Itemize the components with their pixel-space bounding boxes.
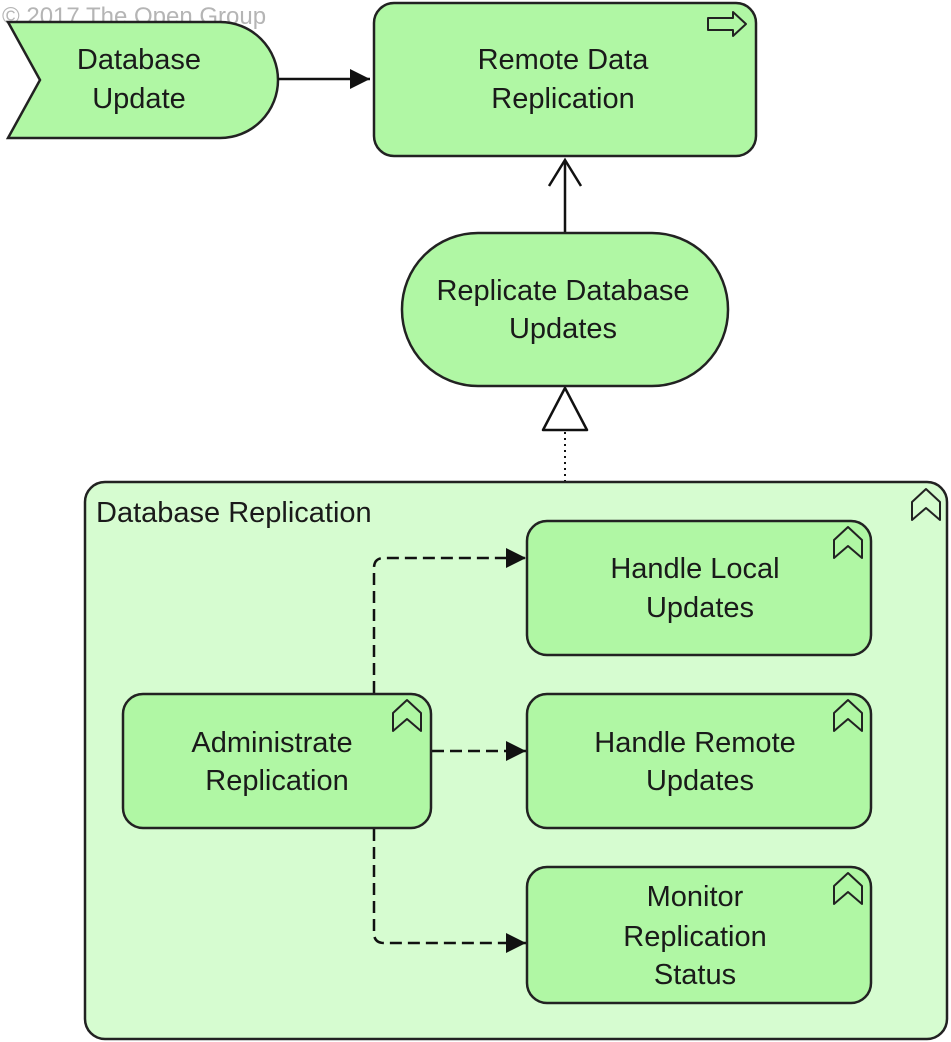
local-label-line2: Updates: [646, 592, 754, 624]
chevron-up-icon: [833, 699, 863, 732]
administrate-label-line1: Administrate: [191, 727, 352, 759]
function-handle-local-updates[interactable]: Handle Local Updates: [525, 519, 873, 657]
monitor-label-line3: Status: [654, 959, 736, 991]
local-label-line1: Handle Local: [610, 553, 779, 585]
flow-relationship-monitor[interactable]: [372, 829, 526, 953]
monitor-label-line1: Monitor: [647, 881, 744, 913]
service-remote-data-replication[interactable]: Remote Data Replication: [372, 1, 758, 158]
chevron-up-icon: [392, 699, 422, 732]
event-label-line2: Update: [92, 83, 186, 115]
service-replicate-database-updates[interactable]: Replicate Database Updates: [400, 231, 730, 388]
administrate-label-line2: Replication: [205, 765, 348, 797]
function-monitor-replication-status[interactable]: Monitor Replication Status: [525, 865, 873, 1005]
serving-relationship[interactable]: [547, 157, 583, 233]
chevron-up-icon: [911, 488, 941, 521]
chevron-up-icon: [833, 872, 863, 905]
remote-label-line2: Updates: [646, 765, 754, 797]
chevron-up-icon: [833, 526, 863, 559]
remote-label-line1: Handle Remote: [594, 727, 796, 759]
flow-relationship-local[interactable]: [372, 548, 526, 693]
group-title: Database Replication: [96, 497, 372, 529]
monitor-label-line2: Replication: [623, 921, 766, 953]
right-arrow-icon: [707, 11, 747, 37]
replicate-service-label-line2: Updates: [509, 313, 617, 345]
function-handle-remote-updates[interactable]: Handle Remote Updates: [525, 692, 873, 830]
remote-service-label-line1: Remote Data: [478, 44, 650, 76]
event-database-update[interactable]: Database Update: [5, 20, 280, 140]
realization-relationship[interactable]: [541, 386, 589, 482]
function-administrate-replication[interactable]: Administrate Replication: [121, 692, 433, 830]
remote-service-label-line2: Replication: [491, 83, 634, 115]
replicate-service-label-line1: Replicate Database: [436, 275, 689, 307]
event-label-line1: Database: [77, 44, 201, 76]
